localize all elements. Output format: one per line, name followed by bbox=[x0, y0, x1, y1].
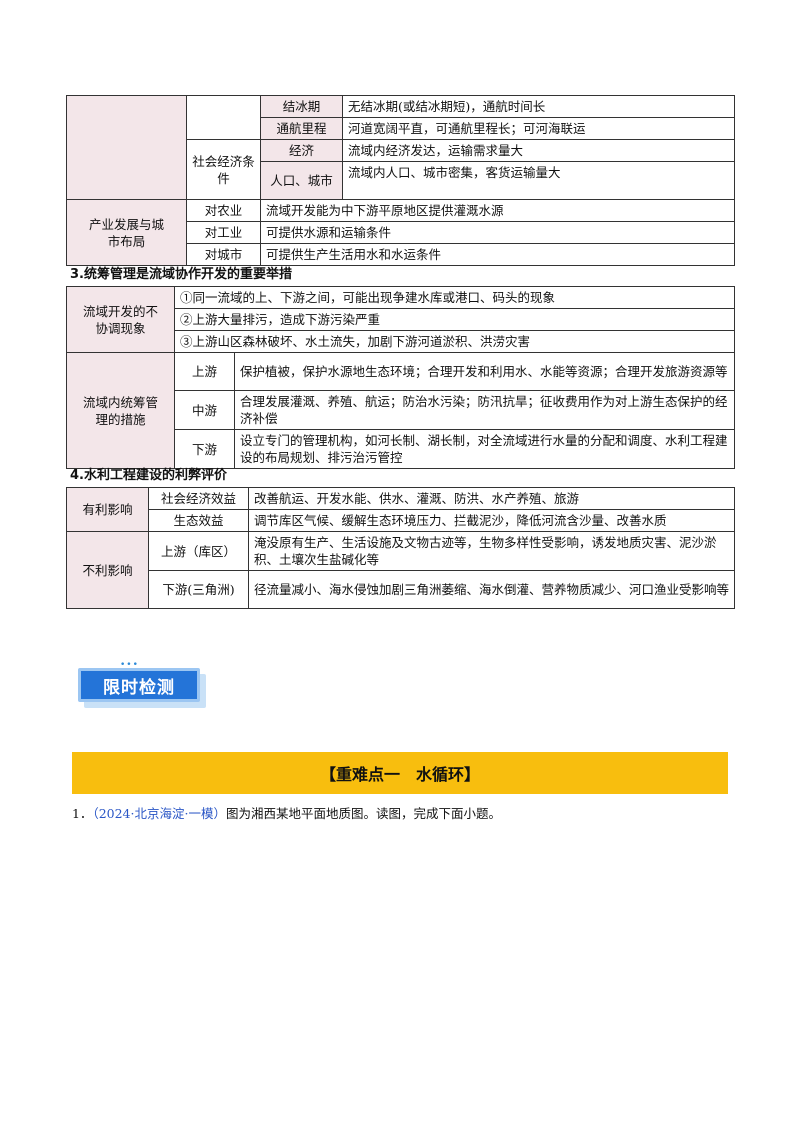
question-text: 图为湘西某地平面地质图。读图，完成下面小题。 bbox=[225, 806, 501, 821]
timed-test-badge: ••• 限时检测 bbox=[78, 660, 206, 708]
industry-group: 产业发展与城市布局 bbox=[66, 199, 187, 266]
issue-item: ③上游山区森林破坏、水土流失，加剧下游河道淤积、洪涝灾害 bbox=[174, 330, 735, 353]
row-text: 无结冰期(或结冰期短)，通航时间长 bbox=[342, 95, 735, 118]
basin-management-table: 流域开发的不协调现象 ①同一流域的上、下游之间，可能出现争建水库或港口、码头的现… bbox=[66, 286, 735, 469]
row-text: 流域开发能为中下游平原地区提供灌溉水源 bbox=[260, 199, 735, 222]
effect-text: 调节库区气候、缓解生态环境压力、拦截泥沙，降低河流含沙量、改善水质 bbox=[248, 509, 735, 532]
issue-item: ①同一流域的上、下游之间，可能出现争建水库或港口、码头的现象 bbox=[174, 286, 735, 309]
badge-label: 限时检测 bbox=[78, 668, 200, 702]
effect-text: 淹没原有生产、生活设施及文物古迹等，生物多样性受影响，诱发地质灾害、泥沙淤积、土… bbox=[248, 531, 735, 571]
question-number: 1． bbox=[72, 806, 93, 821]
row-text: 河道宽阔平直，可通航里程长；可河海联运 bbox=[342, 117, 735, 140]
section-banner: 【重难点一 水循环】 bbox=[72, 752, 728, 794]
measure-label: 上游 bbox=[174, 352, 235, 391]
question-source-link[interactable]: （2024·北京海淀·一模） bbox=[92, 806, 226, 821]
effect-label: 社会经济效益 bbox=[148, 487, 249, 510]
row-label: 经济 bbox=[260, 139, 343, 162]
row-label: 结冰期 bbox=[260, 95, 343, 118]
effect-text: 改善航运、开发水能、供水、灌溉、防洪、水产养殖、旅游 bbox=[248, 487, 735, 510]
effect-label: 下游(三角洲) bbox=[148, 570, 249, 609]
measure-label: 中游 bbox=[174, 390, 235, 430]
blank-subgroup-cell bbox=[186, 95, 261, 140]
effect-label: 上游（库区） bbox=[148, 531, 249, 571]
row-text: 可提供生产生活用水和水运条件 bbox=[260, 243, 735, 266]
row-label: 对城市 bbox=[186, 243, 261, 266]
row-label: 人口、城市 bbox=[260, 161, 343, 200]
section-4-heading: 4.水利工程建设的利弊评价 bbox=[70, 468, 227, 483]
transport-conditions-table: 结冰期 无结冰期(或结冰期短)，通航时间长 通航里程 河道宽阔平直，可通航里程长… bbox=[66, 95, 735, 266]
social-economic-group: 社会经济条件 bbox=[186, 139, 261, 200]
question-1: 1．（2024·北京海淀·一模）图为湘西某地平面地质图。读图，完成下面小题。 bbox=[72, 803, 501, 822]
issue-item: ②上游大量排污，造成下游污染严重 bbox=[174, 308, 735, 331]
row-label: 对工业 bbox=[186, 221, 261, 244]
positive-group: 有利影响 bbox=[66, 487, 149, 532]
water-project-evaluation-table: 有利影响 社会经济效益 改善航运、开发水能、供水、灌溉、防洪、水产养殖、旅游 生… bbox=[66, 487, 735, 609]
measure-label: 下游 bbox=[174, 429, 235, 469]
measures-group: 流域内统筹管理的措施 bbox=[66, 352, 175, 469]
row-text: 可提供水源和运输条件 bbox=[260, 221, 735, 244]
effect-text: 径流量减小、海水侵蚀加剧三角洲萎缩、海水倒灌、营养物质减少、河口渔业受影响等 bbox=[248, 570, 735, 609]
measure-text: 保护植被，保护水源地生态环境；合理开发和利用水、水能等资源；合理开发旅游资源等 bbox=[234, 352, 735, 391]
uncoordinated-group: 流域开发的不协调现象 bbox=[66, 286, 175, 353]
row-text: 流域内经济发达，运输需求量大 bbox=[342, 139, 735, 162]
measure-text: 合理发展灌溉、养殖、航运；防治水污染；防汛抗旱；征收费用作为对上游生态保护的经济… bbox=[234, 390, 735, 430]
row-text: 流域内人口、城市密集，客货运输量大 bbox=[342, 161, 735, 200]
section-3-heading: 3.统筹管理是流域协作开发的重要举措 bbox=[70, 267, 292, 282]
row-label: 对农业 bbox=[186, 199, 261, 222]
negative-group: 不利影响 bbox=[66, 531, 149, 609]
row-label: 通航里程 bbox=[260, 117, 343, 140]
measure-text: 设立专门的管理机构，如河长制、湖长制，对全流域进行水量的分配和调度、水利工程建设… bbox=[234, 429, 735, 469]
badge-dots-icon: ••• bbox=[120, 660, 139, 670]
continued-group-cell bbox=[66, 95, 187, 200]
effect-label: 生态效益 bbox=[148, 509, 249, 532]
